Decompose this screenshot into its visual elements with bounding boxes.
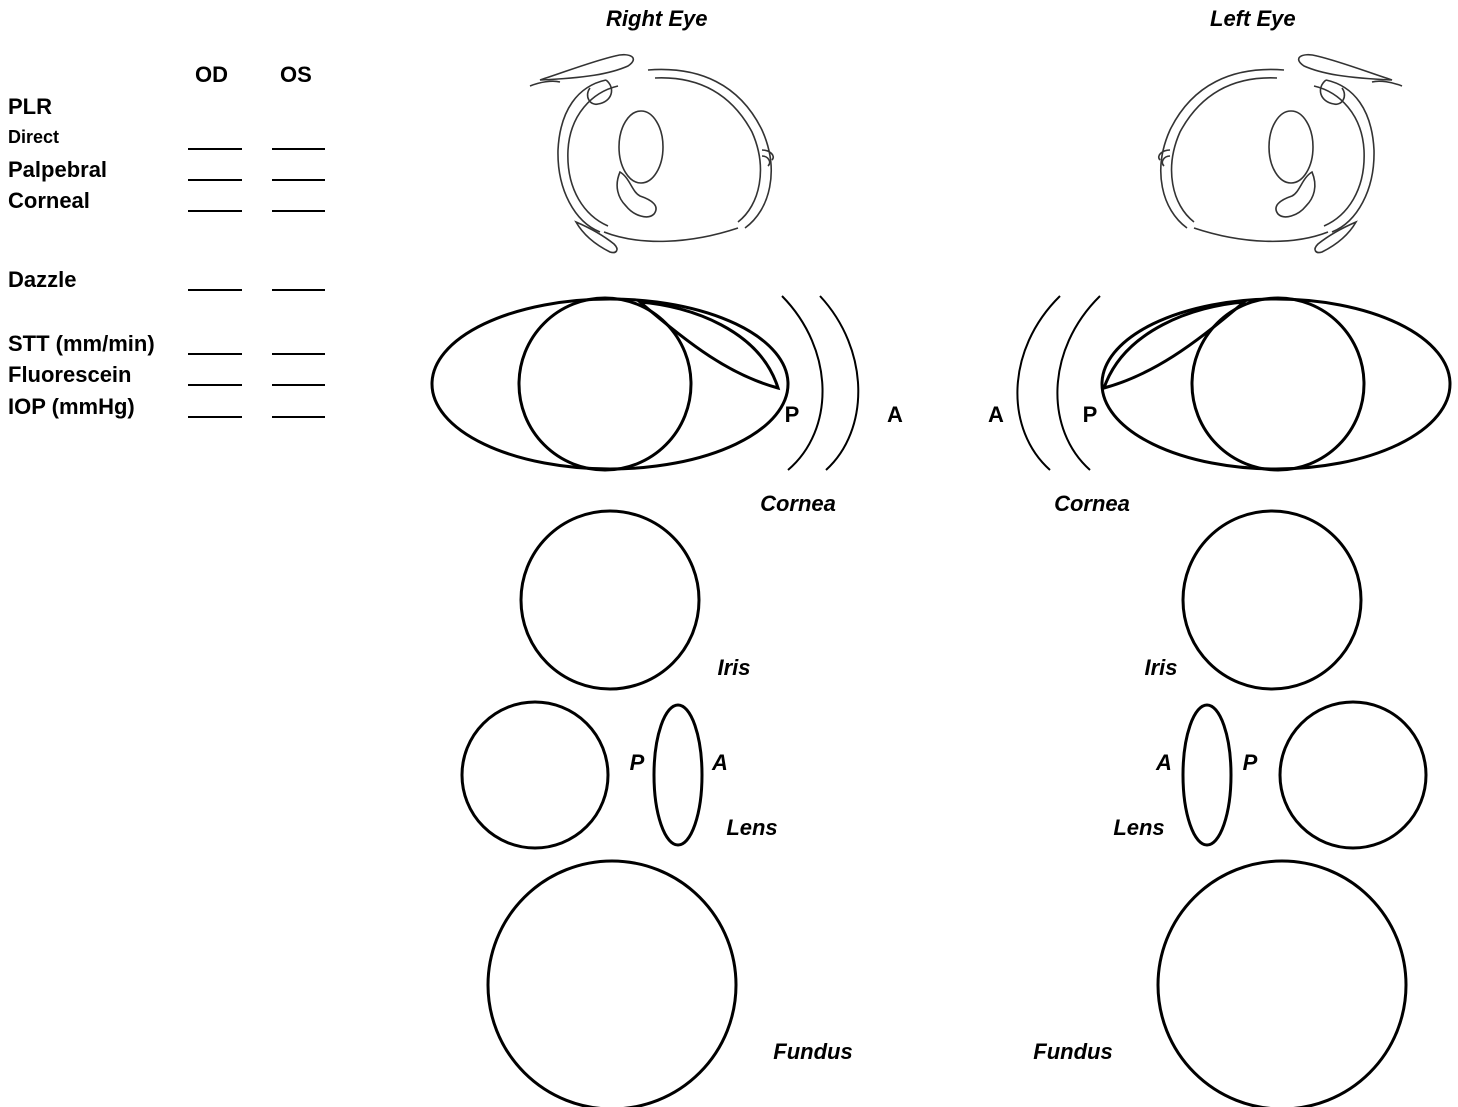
right-lens-front-circle[interactable]: [460, 700, 610, 850]
palpebral-label: Palpebral: [8, 157, 108, 182]
left-eye-third-eyelid: [1101, 300, 1249, 391]
right-lens-label: Lens: [726, 815, 777, 840]
fluorescein-label: Fluorescein: [8, 362, 132, 387]
iop-os-field[interactable]: [272, 416, 325, 418]
left-iris-circle[interactable]: [1181, 509, 1363, 691]
right-eye-lid-ellipse: [430, 297, 790, 471]
right-cornea-arcs: [781, 295, 860, 471]
dazzle-od-field[interactable]: [188, 289, 242, 291]
right-eye-globe-diagram: [430, 296, 790, 472]
palpebral-os-field[interactable]: [272, 179, 325, 181]
left-eye-lid-ellipse: [1100, 297, 1452, 471]
left-lens-anterior-label: A: [1155, 750, 1172, 775]
left-cornea-arcs: [1016, 295, 1101, 471]
right-cornea-posterior-label: P: [785, 402, 800, 427]
stt-od-field[interactable]: [188, 353, 242, 355]
right-cornea-posterior-arc: [781, 295, 824, 471]
left-cornea-anterior-arc: [1016, 295, 1061, 471]
left-fundus-label: Fundus: [1033, 1039, 1112, 1064]
palpebral-od-field[interactable]: [188, 179, 242, 181]
iop-label: IOP (mmHg): [8, 394, 135, 419]
right-lens-side-ellipse[interactable]: [652, 703, 704, 847]
right-eye-header: Right Eye: [606, 6, 708, 31]
direct-label: Direct: [8, 127, 60, 147]
fluorescein-os-field[interactable]: [272, 384, 325, 386]
corneal-os-field[interactable]: [272, 210, 325, 212]
column-header-os: OS: [280, 62, 312, 87]
left-lens-posterior-label: P: [1243, 750, 1258, 775]
plr-label: PLR: [8, 94, 52, 119]
right-eye-outline-drawing: [529, 53, 775, 254]
left-cornea-posterior-arc: [1056, 295, 1101, 471]
left-eye-outline-drawing: [1157, 53, 1403, 254]
fluorescein-od-field[interactable]: [188, 384, 242, 386]
left-fundus-circle[interactable]: [1156, 859, 1408, 1107]
right-cornea-anterior-arc: [819, 295, 860, 471]
stt-os-field[interactable]: [272, 353, 325, 355]
left-lens-side-ellipse[interactable]: [1181, 703, 1233, 847]
corneal-label: Corneal: [8, 188, 90, 213]
direct-os-field[interactable]: [272, 148, 325, 150]
left-cornea-posterior-label: P: [1083, 402, 1098, 427]
right-iris-circle[interactable]: [519, 509, 701, 691]
dazzle-label: Dazzle: [8, 267, 77, 292]
right-lens-posterior-label: P: [630, 750, 645, 775]
left-cornea-label: Cornea: [1054, 491, 1130, 516]
left-eye-header: Left Eye: [1210, 6, 1296, 31]
right-lens-anterior-label: A: [711, 750, 728, 775]
direct-od-field[interactable]: [188, 148, 242, 150]
left-eye-globe-diagram: [1100, 296, 1452, 472]
right-iris-label: Iris: [717, 655, 750, 680]
right-fundus-label: Fundus: [773, 1039, 852, 1064]
left-lens-label: Lens: [1113, 815, 1164, 840]
right-fundus-circle[interactable]: [486, 859, 738, 1107]
left-iris-label: Iris: [1144, 655, 1177, 680]
right-cornea-label: Cornea: [760, 491, 836, 516]
left-eye-globe-circle: [1190, 296, 1366, 472]
iop-od-field[interactable]: [188, 416, 242, 418]
corneal-od-field[interactable]: [188, 210, 242, 212]
right-eye-globe-circle: [517, 296, 693, 472]
stt-label: STT (mm/min): [8, 331, 155, 356]
left-lens-front-circle[interactable]: [1278, 700, 1428, 850]
left-cornea-anterior-label: A: [988, 402, 1004, 427]
right-eye-third-eyelid: [635, 300, 781, 391]
dazzle-os-field[interactable]: [272, 289, 325, 291]
right-cornea-anterior-label: A: [887, 402, 903, 427]
column-header-od: OD: [195, 62, 228, 87]
